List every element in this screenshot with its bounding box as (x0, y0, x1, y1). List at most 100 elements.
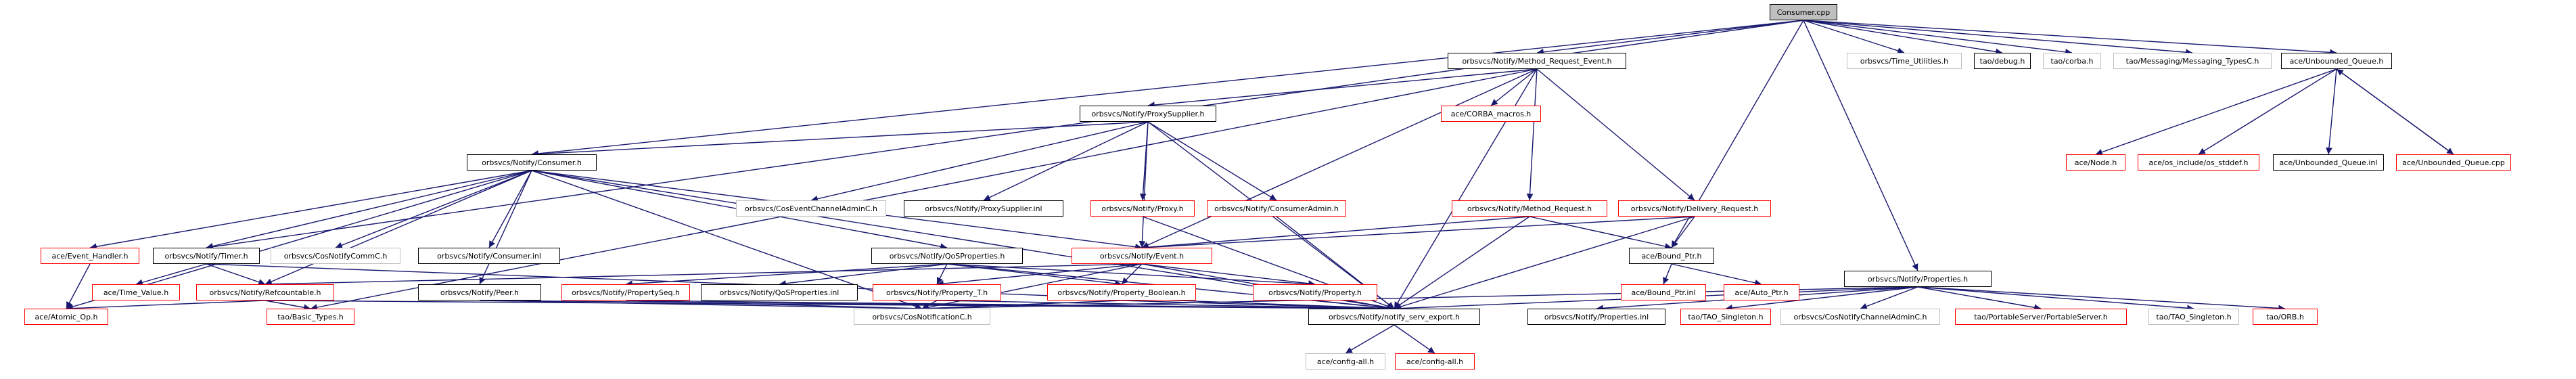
node-cos-notif[interactable]: orbsvcs/CosNotificationC.h (854, 309, 990, 325)
edge-consumer_cpp-to-tao_debug (1803, 20, 2003, 55)
edge-peer_h-to-cos_notif (479, 300, 923, 312)
edge-method_req-to-notify_export (1394, 216, 1530, 309)
node-notify-export[interactable]: orbsvcs/Notify/notify_serv_export.h (1308, 309, 1480, 325)
edge-mre-to-proxy_sup (1147, 68, 1538, 108)
edge-mre-to-delivery_req (1536, 68, 1695, 201)
node-peer-h[interactable]: orbsvcs/Notify/Peer.h (418, 284, 541, 300)
node-tao-singleton[interactable]: tao/TAO_Singleton.h (1680, 309, 1771, 325)
edge-prop_t-to-notify_export (936, 300, 1395, 312)
edge-timer_h-to-refcountable (206, 263, 266, 286)
node-method-req[interactable]: orbsvcs/Notify/Method_Request.h (1452, 200, 1607, 217)
node-cos-ncac[interactable]: orbsvcs/CosNotifyChannelAdminC.h (1780, 309, 1940, 325)
node-ace-node[interactable]: ace/Node.h (2066, 154, 2125, 171)
edge-consumer_cpp-to-mre (1536, 20, 1804, 55)
edge-mre-to-event_h (1141, 68, 1538, 248)
node-basic-types[interactable]: tao/Basic_Types.h (267, 309, 354, 325)
edge-unb_q-to-ace_node (2095, 68, 2337, 156)
node-qos-props[interactable]: orbsvcs/Notify/QoSProperties.h (871, 248, 1023, 264)
node-tao-msg[interactable]: tao/Messaging/Messaging_TypesC.h (2113, 53, 2272, 69)
edge-event_h-to-prop_t (936, 263, 1143, 287)
node-proxy-h[interactable]: orbsvcs/Notify/Proxy.h (1090, 200, 1195, 217)
node-props-inl[interactable]: orbsvcs/Notify/Properties.inl (1527, 309, 1665, 325)
edge-consumer_h-to-peer_h (479, 170, 532, 285)
edge-delivery_req-to-event_h (1141, 216, 1695, 251)
edge-event_h-to-refcountable (264, 263, 1143, 288)
node-consumer-cpp: Consumer.cpp (1770, 4, 1837, 20)
node-cos-comm[interactable]: orbsvcs/CosNotifyCommC.h (271, 248, 400, 264)
edge-bound_ptr-to-auto_ptr (1671, 263, 1762, 286)
node-prop-bool[interactable]: orbsvcs/Notify/Property_Boolean.h (1047, 284, 1196, 300)
node-portable-server[interactable]: tao/PortableServer/PortableServer.h (1955, 309, 2127, 325)
node-timer-h[interactable]: orbsvcs/Notify/Timer.h (153, 248, 260, 264)
edge-prop_bool-to-notify_export (1121, 300, 1395, 312)
node-mre[interactable]: orbsvcs/Notify/Method_Request_Event.h (1448, 53, 1626, 69)
node-proxy-sup-inl[interactable]: orbsvcs/Notify/ProxySupplier.inl (904, 200, 1063, 217)
edge-bound_ptr-to-bound_ptr_inl (1663, 263, 1672, 285)
node-qos-props-inl[interactable]: orbsvcs/Notify/QoSProperties.inl (701, 284, 858, 300)
node-event-handler[interactable]: ace/Event_Handler.h (41, 248, 139, 264)
edge-properties_h-to-orb_h (1917, 286, 2286, 312)
node-tao-debug[interactable]: tao/debug.h (1974, 53, 2031, 69)
edge-refcountable-to-atomic_op (66, 300, 266, 312)
node-bound-ptr-inl[interactable]: ace/Bound_Ptr.inl (1621, 284, 1706, 300)
edge-consumer_h-to-consumer_inl (488, 170, 532, 248)
edge-properties_h-to-portable_server (1917, 286, 2042, 311)
node-cos-eca[interactable]: orbsvcs/CosEventChannelAdminC.h (736, 200, 886, 217)
node-tao-corba[interactable]: tao/corba.h (2043, 53, 2101, 69)
edge-unb_q-to-unb_q_inl (2326, 68, 2337, 155)
node-os-stddef[interactable]: ace/os_include/os_stddef.h (2138, 154, 2259, 171)
edge-proxy_sup-to-consumer_h (531, 121, 1149, 158)
edge-notify_export-to-config_all2 (1394, 324, 1435, 354)
edge-qos_props-to-prop_seq (625, 263, 948, 288)
edge-unb_q-to-os_stddef (2198, 68, 2337, 155)
edge-mre-to-corba_macros (1490, 68, 1538, 106)
edge-notify_export-to-config_all1 (1345, 324, 1395, 354)
node-prop-seq[interactable]: orbsvcs/Notify/PropertySeq.h (561, 284, 690, 300)
edge-qos_props-to-qos_props_inl (779, 263, 948, 287)
node-unb-q-inl[interactable]: ace/Unbounded_Queue.inl (2273, 154, 2384, 171)
edge-property_h-to-notify_export (1314, 300, 1395, 311)
edge-consumer_cpp-to-time_util (1803, 20, 1905, 54)
node-config-all2[interactable]: ace/config-all.h (1395, 353, 1475, 370)
edge-prop_bool-to-cos_notif (921, 300, 1122, 312)
node-atomic-op[interactable]: ace/Atomic_Op.h (24, 309, 108, 325)
edge-method_req-to-event_h (1141, 216, 1530, 251)
node-bound-ptr[interactable]: ace/Bound_Ptr.h (1629, 248, 1714, 264)
node-proxy-sup[interactable]: orbsvcs/Notify/ProxySupplier.h (1080, 106, 1216, 122)
edge-consumer_cpp-to-tao_corba (1803, 20, 2073, 55)
node-unb-q[interactable]: ace/Unbounded_Queue.h (2281, 53, 2392, 69)
edge-event_h-to-prop_bool (1121, 263, 1143, 285)
node-consumer-inl[interactable]: orbsvcs/Notify/Consumer.inl (418, 248, 560, 264)
edge-consumer_h-to-notify_export (531, 170, 1395, 311)
edge-proxy_sup-to-cons_admin (1147, 121, 1277, 201)
edge-method_req-to-bound_ptr (1529, 216, 1672, 250)
node-refcountable[interactable]: orbsvcs/Notify/Refcountable.h (196, 284, 334, 300)
node-time-util[interactable]: orbsvcs/Time_Utilities.h (1847, 53, 1962, 69)
edge-consumer_h-to-refcountable (264, 170, 532, 285)
edge-prop_seq-to-cos_notif (625, 300, 923, 312)
edge-mre-to-basic_types (310, 68, 1538, 311)
node-event-h[interactable]: orbsvcs/Notify/Event.h (1072, 248, 1212, 264)
edge-consumer_h-to-event_handler (89, 170, 532, 250)
edge-proxy_sup-to-event_h (1138, 121, 1149, 248)
edge-prop_seq-to-notify_export (625, 300, 1395, 312)
node-config-all1[interactable]: ace/config-all.h (1306, 353, 1385, 370)
node-orb-h[interactable]: tao/ORB.h (2253, 309, 2318, 325)
edge-properties_h-to-tao_singleton2 (1917, 286, 2194, 312)
node-auto-ptr[interactable]: ace/Auto_Ptr.h (1724, 284, 1799, 300)
node-time-value[interactable]: ace/Time_Value.h (92, 284, 180, 300)
node-property-h[interactable]: orbsvcs/Notify/Property.h (1253, 284, 1377, 300)
edge-mre-to-method_req (1526, 68, 1538, 201)
node-corba-macros[interactable]: ace/CORBA_macros.h (1441, 106, 1541, 122)
edge-delivery_req-to-bound_ptr (1671, 216, 1695, 248)
node-consumer-h[interactable]: orbsvcs/Notify/Consumer.h (467, 154, 597, 171)
node-cons-admin[interactable]: orbsvcs/Notify/ConsumerAdmin.h (1207, 200, 1346, 217)
node-tao-singleton2[interactable]: tao/TAO_Singleton.h (2148, 309, 2239, 325)
edge-timer_h-to-time_value (135, 263, 207, 286)
node-unb-q-cpp[interactable]: ace/Unbounded_Queue.cpp (2396, 154, 2511, 171)
node-prop-t[interactable]: orbsvcs/Notify/Property_T.h (873, 284, 1001, 300)
node-delivery-req[interactable]: orbsvcs/Notify/Delivery_Request.h (1618, 200, 1771, 217)
node-properties-h[interactable]: orbsvcs/Notify/Properties.h (1844, 271, 1992, 287)
edge-refcountable-to-basic_types (264, 300, 311, 311)
